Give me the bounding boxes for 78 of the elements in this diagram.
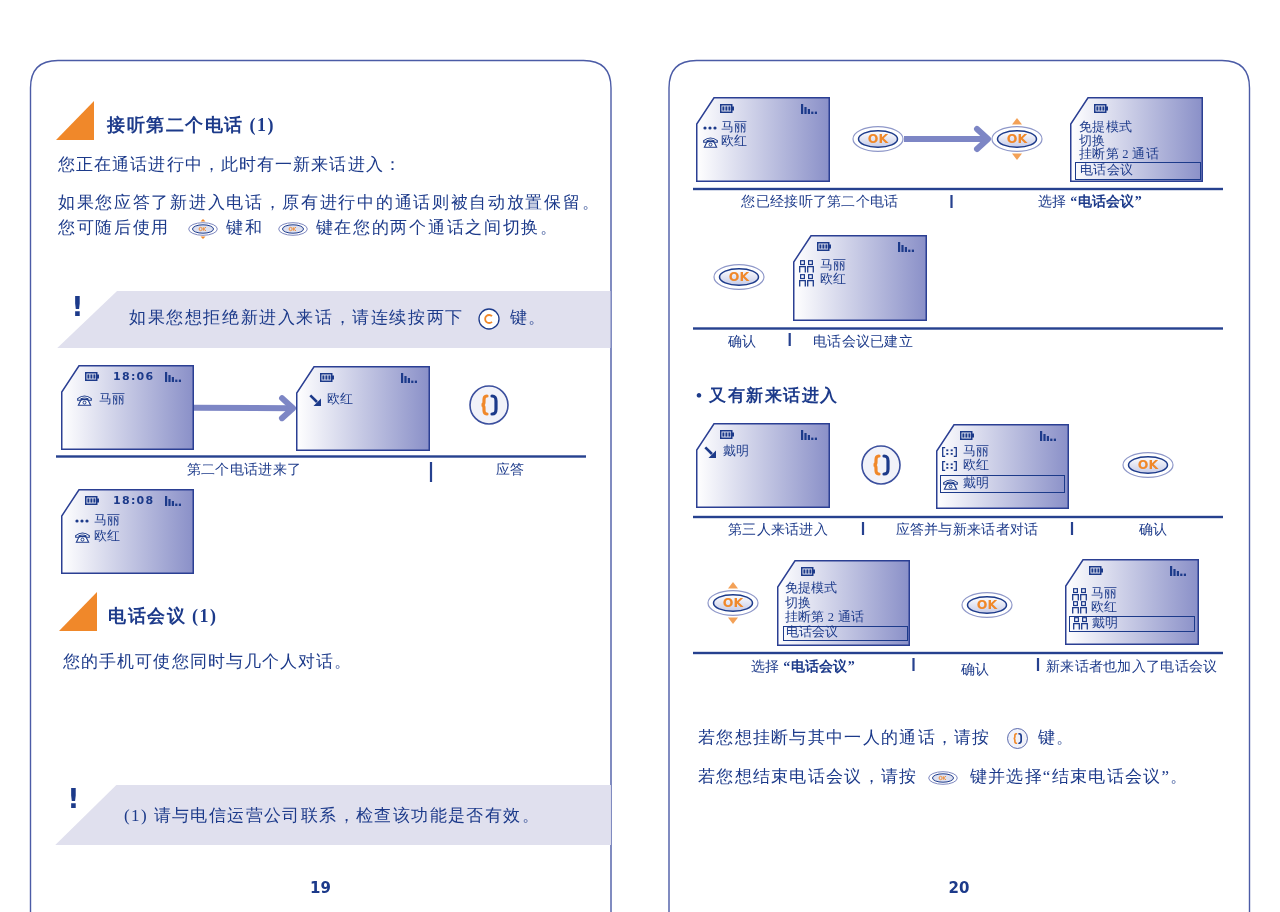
subheading: • 又有新来话进入 [696,385,839,407]
exclamation-mark: ! [67,786,80,813]
caller-name: 欧红 [94,528,121,545]
menu-item: 挂断第 2 通话 [1079,147,1159,163]
phone-screen [296,366,430,451]
ok-key: OK [713,263,765,291]
caller-name: 马丽 [721,120,748,135]
step-caption: 选择 “电话会议” [1037,193,1143,211]
menu-item: 切换 [1079,133,1106,148]
note-text: 如果您想拒绝新进入来话，请连续按两下 [129,307,464,327]
body-text: 若您想结束电话会议，请按 [698,767,918,786]
highlight-row [1069,616,1195,632]
note-text: 键。 [509,307,547,327]
body-text: 若您想挂断与其中一人的通话，请按 [698,727,991,747]
phone-screen [696,423,830,508]
menu-item: 免提模式 [1079,120,1133,135]
ok-key: OK [961,591,1013,619]
note-band [54,784,611,845]
highlight-row [782,625,908,641]
step-caption: 第三人来话进入 [727,521,829,539]
caller-name: 马丽 [99,392,126,408]
note-band [57,290,611,348]
body-text: 您的手机可使您同时与几个人对话。 [63,651,353,673]
highlight-row [1075,162,1201,180]
ok-key: OK [1122,451,1174,479]
step-caption: 新来话者也加入了电话会议 [1046,658,1218,676]
step-caption: 确认 [1138,521,1168,539]
step-caption: 您已经接听了第二个电话 [741,193,899,211]
menu-item: 免提模式 [784,581,838,596]
step-caption: 电话会议已建立 [813,333,914,351]
phone-screen [793,235,927,321]
step-caption: 确认 [727,333,757,351]
caller-name: 欧红 [962,458,990,474]
menu-item: 挂断第 2 通话 [784,609,865,625]
phone-screen [696,97,830,182]
caller-name: 戴明 [723,444,750,460]
caller-name: 欧红 [1090,599,1118,616]
body-text: 您可随后使用 [58,218,171,237]
phone-screen [1065,559,1199,645]
body-text: 键。 [1037,727,1075,747]
step-caption: 选择 “电话会议” [750,658,856,676]
caller-name: 欧红 [721,133,748,150]
caller-name: 戴明 [963,475,990,492]
clock-time: 18:06 [113,370,155,384]
page-number: 20 [948,878,970,898]
ok-key: OK [852,125,904,153]
phone-screen [61,489,194,574]
phone-screen [777,560,910,646]
arrow [904,126,991,152]
menu-item: 电话会议 [1080,162,1134,179]
body-text: 键和 [226,218,264,237]
body-text: 键在您的两个通话之间切换。 [315,218,559,237]
step-caption: 应答并与新来话者对话 [895,521,1039,539]
phone-screen [936,424,1069,509]
caller-name: 马丽 [94,513,121,529]
step-caption: 确认 [960,661,990,679]
arrow [194,395,296,422]
step-caption: 应答 [495,461,525,479]
caller-name: 欧红 [820,272,847,288]
phone-screen [1070,97,1203,182]
body-text: 您正在通话进行中，此时有一新来话进入： [58,154,402,176]
section-heading: 接听第二个电话 (1) [107,113,275,137]
caller-name: 欧红 [327,392,354,408]
highlight-row [940,475,1065,493]
exclamation-mark: ! [71,293,84,320]
caller-name: 马丽 [962,444,990,459]
menu-item: 切换 [784,595,812,610]
note-text: (1) 请与电信运营公司联系，检查该功能是否有效。 [124,805,541,825]
body-text: 键并选择“结束电话会议”。 [969,767,1189,786]
clock-time: 18:08 [113,494,155,508]
body-text: 如果您应答了新进入电话，原有进行中的通话则被自动放置保留。 [58,192,601,214]
caller-name: 马丽 [1090,586,1118,601]
page-number: 19 [310,878,331,898]
section-heading: 电话会议 (1) [108,604,218,628]
caller-name: 马丽 [820,258,847,273]
phone-screen [61,365,194,450]
caller-name: 戴明 [1092,615,1119,632]
step-caption: 第二个电话进来了 [186,461,302,479]
